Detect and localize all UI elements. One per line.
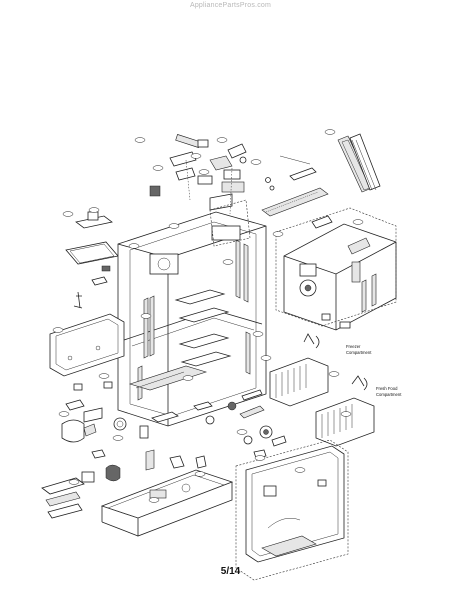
page-number: 5/14 (220, 566, 241, 577)
fresh-food-evaporator (315, 375, 375, 447)
watermark-text: AppliancePartsPros.com (189, 2, 272, 9)
top-duct-outline (209, 199, 251, 247)
fresh-food-caption-line1: Fresh Food (376, 386, 398, 391)
right-module (283, 215, 397, 331)
freezer-caption-line2: Compartment (346, 350, 372, 355)
callout-markers (52, 129, 364, 503)
center-small-parts (205, 389, 287, 459)
top-right-rails (261, 133, 381, 217)
bottom-base-plate (100, 455, 234, 537)
freezer-evaporator (269, 333, 329, 407)
freezer-caption-line1: Freezer (346, 344, 361, 349)
right-module-outline (275, 207, 397, 327)
left-shelf-parts (65, 211, 119, 309)
main-cabinet (117, 211, 267, 427)
lower-right-outline (235, 439, 349, 581)
top-parts-cluster (149, 134, 247, 215)
left-lower-parts (41, 399, 155, 519)
lower-right-panel (245, 445, 345, 563)
fresh-food-caption-line2: Compartment (376, 392, 402, 397)
left-door-panel (49, 313, 125, 391)
